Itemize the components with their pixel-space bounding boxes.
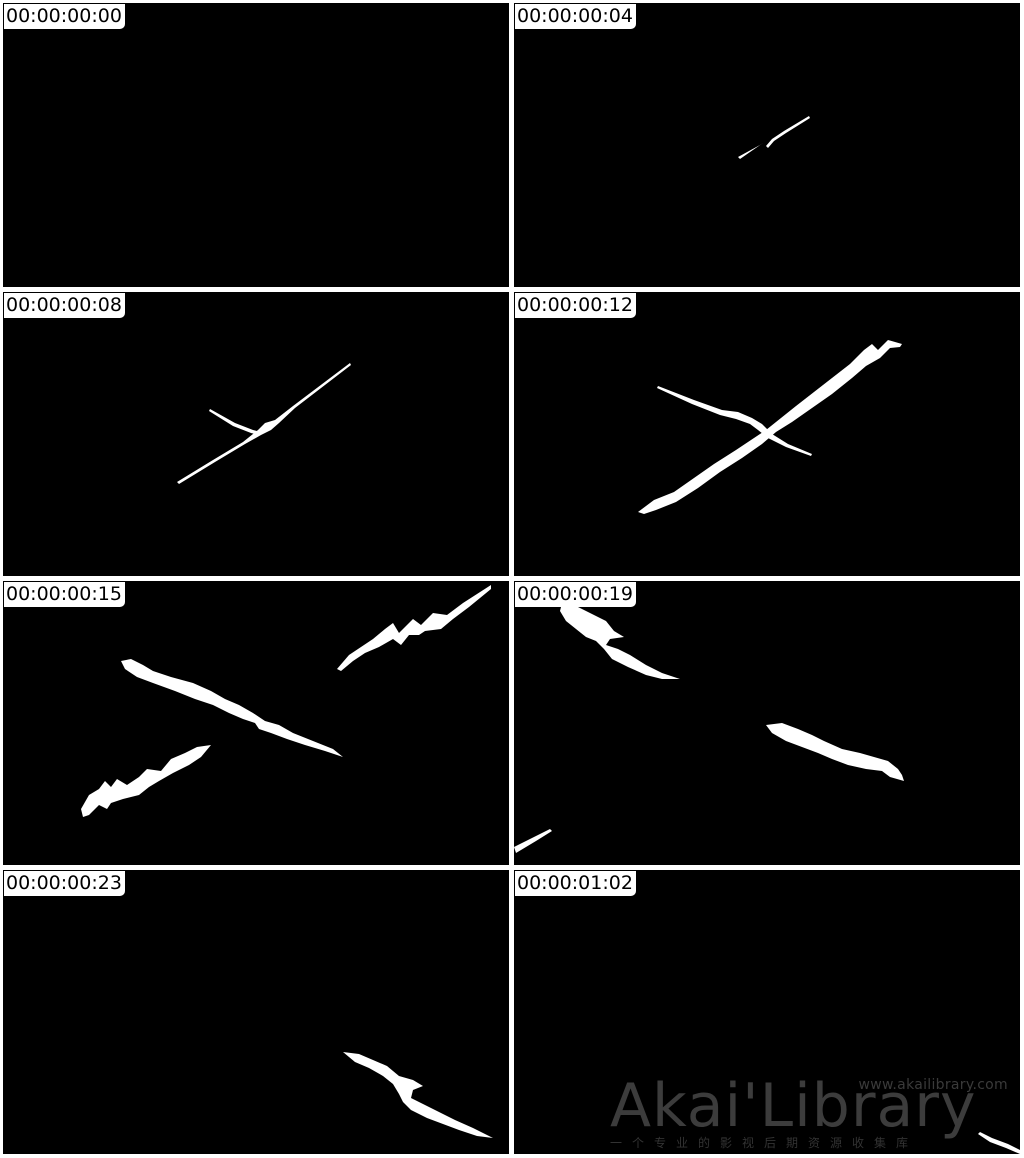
slash-stroke	[638, 340, 902, 514]
timecode-label: 00:00:01:02	[515, 871, 636, 896]
frame-3: 00:00:00:08	[3, 292, 509, 576]
timecode-label: 00:00:00:12	[515, 293, 636, 318]
slash-stroke	[766, 116, 810, 148]
slash-stroke	[514, 829, 552, 853]
frame-1-canvas	[3, 3, 509, 287]
slash-stroke	[560, 603, 680, 679]
frame-5-canvas	[81, 585, 491, 817]
timecode-label: 00:00:00:04	[515, 4, 636, 29]
frame-4: 00:00:00:12	[514, 292, 1020, 576]
slash-stroke	[657, 386, 812, 456]
frame-2: 00:00:00:04	[514, 3, 1020, 287]
slash-stroke	[766, 723, 904, 781]
slash-stroke	[209, 409, 261, 435]
slash-stroke	[177, 363, 351, 484]
frame-6-canvas	[514, 603, 904, 853]
slash-stroke	[121, 659, 343, 757]
frame-6: 00:00:00:19	[514, 581, 1020, 865]
frame-4-canvas	[638, 340, 902, 514]
timecode-label: 00:00:00:00	[4, 4, 125, 29]
frame-8: 00:00:01:02 www.akailibrary.com Akai'Lib…	[514, 870, 1020, 1154]
timecode-label: 00:00:00:23	[4, 871, 125, 896]
slash-stroke	[81, 745, 211, 817]
frame-1: 00:00:00:00	[3, 3, 509, 287]
timecode-label: 00:00:00:15	[4, 582, 125, 607]
slash-stroke	[343, 1052, 493, 1138]
slash-stroke	[738, 143, 763, 159]
timecode-label: 00:00:00:08	[4, 293, 125, 318]
timecode-label: 00:00:00:19	[515, 582, 636, 607]
frame-2-canvas	[738, 116, 810, 159]
frame-8-canvas	[978, 1132, 1020, 1154]
frame-5: 00:00:00:15	[3, 581, 509, 865]
frame-3-canvas	[177, 363, 351, 484]
frame-7-canvas	[343, 1052, 493, 1138]
slash-stroke	[337, 585, 491, 671]
frame-7: 00:00:00:23	[3, 870, 509, 1154]
slash-stroke	[978, 1132, 1020, 1154]
